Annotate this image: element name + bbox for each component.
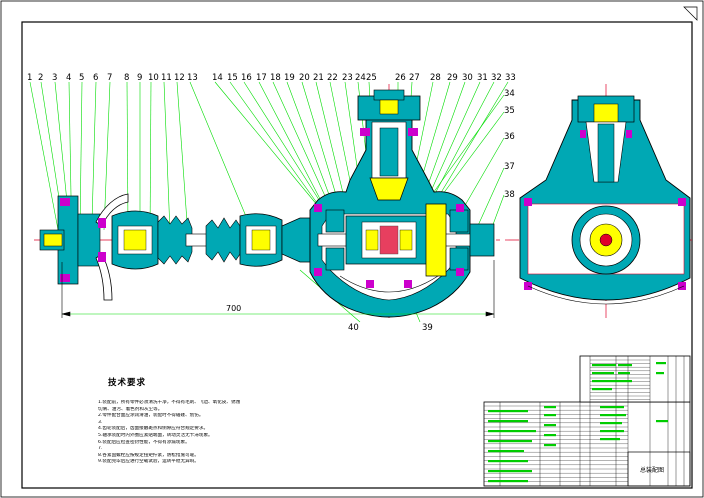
callout-37: 37 <box>504 162 515 172</box>
boot-bellows-right <box>205 217 241 263</box>
callout-5: 5 <box>79 73 84 83</box>
notes-title: 技术要求 <box>108 378 147 388</box>
callout-7: 7 <box>107 73 112 83</box>
callout-8: 8 <box>124 73 129 83</box>
callout-27: 27 <box>409 73 420 83</box>
callout-25: 25 <box>366 73 377 83</box>
callout-13: 13 <box>187 73 198 83</box>
callout-3: 3 <box>52 73 57 83</box>
drawing-title: 总装配图 <box>640 466 664 474</box>
pinion-housing <box>357 89 421 179</box>
callout-29: 29 <box>447 73 458 83</box>
callout-33: 33 <box>505 73 516 83</box>
callout-36: 36 <box>504 132 515 142</box>
callout-28: 28 <box>430 73 441 83</box>
housing-bolts <box>314 204 464 288</box>
notes-line: 8.各紧固螺栓应按规定扭矩拧紧，防松措施可靠。 <box>98 452 199 458</box>
callout-35: 35 <box>504 106 515 116</box>
callout-39: 39 <box>422 323 433 333</box>
overall-dimension <box>61 260 495 318</box>
inner-border <box>21 21 693 489</box>
corner-marker <box>683 6 698 21</box>
callout-21: 21 <box>313 73 324 83</box>
notes-line: 6.装配后应检查密封性能，不得有渗漏现象。 <box>98 439 190 445</box>
front-view-assembly <box>39 89 495 318</box>
callout-40: 40 <box>348 323 359 333</box>
differential-case <box>345 215 433 265</box>
callout-14: 14 <box>212 73 223 83</box>
callout-23: 23 <box>342 73 353 83</box>
side-view-assembly <box>519 95 691 305</box>
pinion-gear <box>369 177 409 201</box>
dimension-label: 700 <box>226 304 241 313</box>
callout-30: 30 <box>462 73 473 83</box>
callout-31: 31 <box>477 73 488 83</box>
notes-line: 1.装配前，所有零件必须清洗干净，不得有毛刺、飞边、氧化皮、锈蚀 <box>98 400 241 405</box>
callout-19: 19 <box>284 73 295 83</box>
notes-line: 9.装配完毕后应进行空载试验，运转平稳无异响。 <box>98 459 199 465</box>
title-block: 总装配图 <box>483 355 691 487</box>
notes-line: 3. <box>98 419 103 425</box>
callout-11: 11 <box>161 73 172 83</box>
callout-26: 26 <box>395 73 406 83</box>
callout-20: 20 <box>299 73 310 83</box>
technical-notes: 技术要求 1.装配前，所有零件必须清洗干净，不得有毛刺、飞边、氧化皮、锈蚀 切屑… <box>98 376 303 466</box>
callout-4: 4 <box>66 73 71 83</box>
notes-line: 2.零件配合面应涂润滑油，装配时不得磕碰、划伤。 <box>98 413 204 419</box>
callout-15: 15 <box>227 73 238 83</box>
notes-lines: 1.装配前，所有零件必须清洗干净，不得有毛刺、飞边、氧化皮、锈蚀 切屑、油污、着… <box>98 400 303 466</box>
callout-12: 12 <box>174 73 185 83</box>
callout-1: 1 <box>27 73 32 83</box>
callout-18: 18 <box>270 73 281 83</box>
callout-32: 32 <box>491 73 502 83</box>
joint-yoke <box>95 193 129 301</box>
cv-joint-inner <box>239 213 283 267</box>
callout-22: 22 <box>327 73 338 83</box>
callout-16: 16 <box>241 73 252 83</box>
callout-2: 2 <box>38 73 43 83</box>
side-bearings <box>325 209 469 271</box>
parts-list-cells <box>488 362 668 483</box>
callout-38: 38 <box>504 190 515 200</box>
notes-line: 7. <box>98 446 103 452</box>
boot-bellows-left <box>157 215 193 265</box>
notes-line: 切屑、油污、着色剂和灰尘等。 <box>98 406 163 412</box>
notes-line: 5.轴承装配时内外圈应紧贴端面，转动灵活无卡滞现象。 <box>98 432 213 438</box>
end-cap <box>469 223 495 257</box>
callout-24: 24 <box>355 73 366 83</box>
callout-6: 6 <box>93 73 98 83</box>
ring-gear <box>425 203 447 277</box>
callout-9: 9 <box>137 73 142 83</box>
callout-10: 10 <box>148 73 159 83</box>
cv-joint-outer <box>111 210 159 270</box>
callout-34: 34 <box>504 89 515 99</box>
title-name-cell <box>627 451 691 487</box>
notes-line: 4.齿轮装配后，齿面接触斑点和侧隙应符合规定要求。 <box>98 426 209 432</box>
output-flange <box>39 195 101 285</box>
callout-17: 17 <box>256 73 267 83</box>
